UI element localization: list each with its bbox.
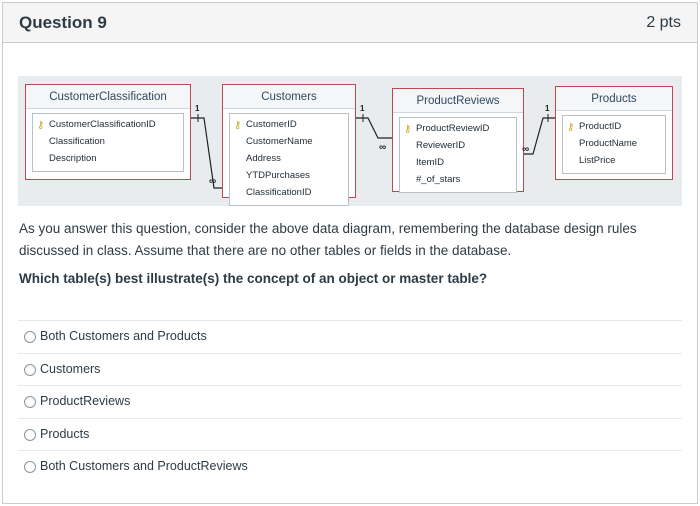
question-text: As you answer this question, consider th… xyxy=(19,221,637,258)
field: YTDPurchases xyxy=(234,167,344,184)
radio-button[interactable] xyxy=(24,461,36,474)
answer-label[interactable]: Both Customers and ProductReviews xyxy=(40,459,248,474)
field-name: CustomerID xyxy=(246,119,297,130)
answer-label[interactable]: Products xyxy=(40,426,90,441)
field-name: ProductID xyxy=(579,121,622,132)
question-title: Question 9 xyxy=(19,13,107,32)
radio-button[interactable] xyxy=(24,428,36,441)
field-name: Description xyxy=(49,153,97,164)
field-name: Address xyxy=(246,153,281,164)
answer-option-2[interactable]: Customers xyxy=(18,352,682,386)
relationship-line xyxy=(524,117,555,155)
table-title: ProductReviews xyxy=(393,89,523,113)
field: #_of_stars xyxy=(404,171,512,188)
field: CustomerName xyxy=(234,133,344,150)
field-name: Classification xyxy=(49,136,105,147)
radio-button[interactable] xyxy=(24,331,36,343)
field-primary-key: ⚷ CustomerID xyxy=(234,116,344,133)
relationship-one-label: 1 xyxy=(195,104,200,113)
radio-button[interactable] xyxy=(24,396,36,409)
table-product-reviews: ProductReviews ⚷ ProductReviewID Reviewer… xyxy=(392,88,524,193)
field: ClassificationID xyxy=(234,184,344,201)
answer-label[interactable]: ProductReviews xyxy=(40,394,131,409)
answer-option-5[interactable]: Both Customers and ProductReviews xyxy=(18,450,682,483)
answer-option-4[interactable]: Products xyxy=(18,417,682,451)
table-customer-classification: CustomerClassification ⚷ CustomerClassifi… xyxy=(25,84,191,180)
answer-label[interactable]: Both Customers and Products xyxy=(40,329,207,343)
field-primary-key: ⚷ ProductID xyxy=(567,118,661,135)
answer-option-3[interactable]: ProductReviews xyxy=(18,385,682,418)
field-list: ⚷ ProductReviewID ReviewerID ItemID #_of_… xyxy=(399,117,517,193)
field-name: ProductReviewID xyxy=(416,123,490,134)
relationship-one-label: 1 xyxy=(545,104,550,113)
field-name: CustomerClassificationID xyxy=(49,119,156,130)
table-customers: Customers ⚷ CustomerID CustomerName Addre… xyxy=(222,84,356,206)
table-title: Products xyxy=(556,87,672,111)
field-name: YTDPurchases xyxy=(246,170,310,181)
field: ListPrice xyxy=(567,152,661,169)
question-header: Question 9 2 pts xyxy=(3,3,697,43)
table-title: Customers xyxy=(223,85,355,109)
answer-option-1[interactable]: Both Customers and Products xyxy=(18,320,682,353)
radio-button[interactable] xyxy=(24,363,36,376)
answer-label[interactable]: Customers xyxy=(40,361,101,376)
field: Description xyxy=(37,150,179,167)
field: ItemID xyxy=(404,154,512,171)
field-primary-key: ⚷ ProductReviewID xyxy=(404,120,512,137)
question-prompt: Which table(s) best illustrate(s) the co… xyxy=(19,271,488,286)
table-title: CustomerClassification xyxy=(26,85,190,109)
field-name: ListPrice xyxy=(579,155,616,166)
field-list: ⚷ CustomerClassificationID Classification… xyxy=(32,113,184,172)
key-icon: ⚷ xyxy=(37,120,45,131)
field-name: #_of_stars xyxy=(416,174,461,185)
table-products: Products ⚷ ProductID ProductName ListPric… xyxy=(555,86,673,180)
field-name: ClassificationID xyxy=(246,187,312,198)
relationship-one-label: 1 xyxy=(360,104,365,113)
field: ProductName xyxy=(567,135,661,152)
relationship-many-label: ∞ xyxy=(379,142,386,153)
field-primary-key: ⚷ CustomerClassificationID xyxy=(37,116,179,133)
field-list: ⚷ CustomerID CustomerName Address YTDPurc… xyxy=(229,113,349,206)
field-name: ReviewerID xyxy=(416,140,466,151)
relationship-lines: 1 ∞ 1 ∞ 1 ∞ xyxy=(191,104,555,189)
key-icon: ⚷ xyxy=(567,122,575,133)
relationship-line xyxy=(356,117,392,139)
field: ReviewerID xyxy=(404,137,512,154)
relationship-many-label: ∞ xyxy=(209,176,216,187)
key-icon: ⚷ xyxy=(234,120,242,131)
relationship-line xyxy=(191,117,222,189)
field-name: CustomerName xyxy=(246,136,313,147)
field-list: ⚷ ProductID ProductName ListPrice xyxy=(562,115,666,174)
field-name: ItemID xyxy=(416,157,444,168)
field: Address xyxy=(234,150,344,167)
question-points: 2 pts xyxy=(646,14,681,31)
field-name: ProductName xyxy=(579,138,638,149)
answer-list: Both Customers and Products Customers Pr… xyxy=(18,320,682,483)
key-icon: ⚷ xyxy=(404,124,412,135)
data-diagram: CustomerClassification ⚷ CustomerClassifi… xyxy=(18,76,682,206)
field: Classification xyxy=(37,133,179,150)
relationship-many-label: ∞ xyxy=(522,144,529,155)
